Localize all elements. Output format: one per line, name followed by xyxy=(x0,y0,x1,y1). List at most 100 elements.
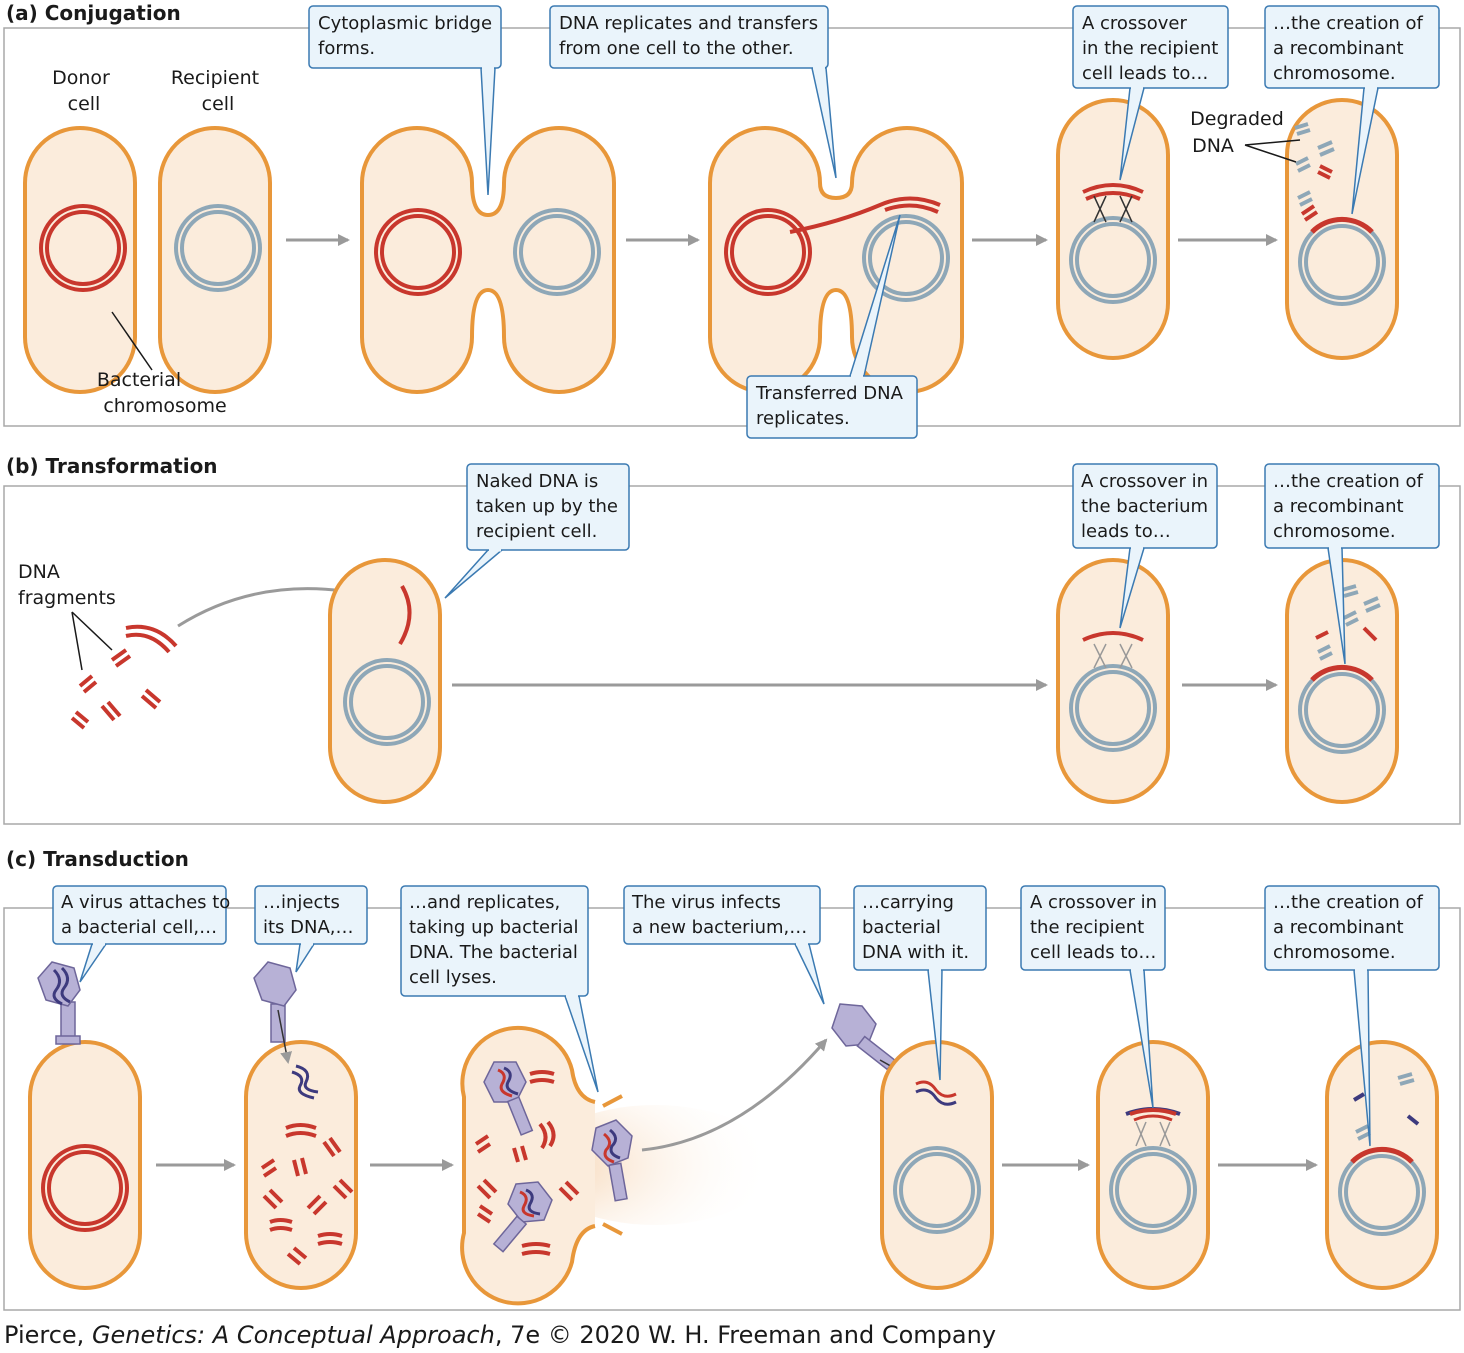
release-arrow xyxy=(641,1038,828,1152)
degraded-fragments-c xyxy=(1352,1072,1420,1141)
donor-cell-label: Donor cell xyxy=(52,67,116,115)
svg-text:…and replicates,taking up bact: …and replicates,taking up bacterialDNA. … xyxy=(409,892,579,988)
chromosome-leader-line xyxy=(111,311,153,371)
lysing-cell xyxy=(460,1025,596,1306)
transformation-recipient-cell xyxy=(328,558,442,804)
crossover-chromosome-c-inner xyxy=(1115,1152,1191,1228)
fragmented-chromosome xyxy=(260,1123,354,1266)
new-host-chromosome-outer xyxy=(893,1146,981,1234)
taken-up-fragment xyxy=(398,585,412,646)
donor-chromosome-outer xyxy=(39,204,127,292)
transfer-recipient-chromosome-outer xyxy=(862,214,950,302)
bridged-recipient-chromosome-outer xyxy=(513,208,601,296)
recombinant-segment-b xyxy=(1310,664,1374,682)
transformation-chromosome-outer xyxy=(343,658,431,746)
recipient-cell xyxy=(158,126,272,394)
recipient-chromosome-inner xyxy=(180,210,256,286)
lysate-fragments xyxy=(474,1070,580,1256)
crossover-chromosome-b-outer xyxy=(1069,664,1157,752)
lysis-debris-bottom xyxy=(602,1222,623,1236)
crossover-fragment-a-inner xyxy=(1085,191,1141,201)
recipient-cell-label: Recipient cell xyxy=(171,67,265,115)
degraded-dna-leader xyxy=(1244,139,1301,163)
crossover-lines-c xyxy=(1135,1121,1171,1147)
svg-text:A virus attaches toa bacterial: A virus attaches toa bacterial cell,… xyxy=(61,892,230,938)
crossover-lines-a xyxy=(1093,195,1133,223)
fragments-leader xyxy=(71,611,113,671)
transduction-donor-chromosome-outer xyxy=(41,1144,129,1232)
new-host-cell xyxy=(880,1040,994,1290)
transduction-cell-2 xyxy=(244,1040,358,1290)
progeny-viruses xyxy=(483,1061,633,1253)
transfer-cells xyxy=(708,125,964,394)
panel-c-frame xyxy=(3,907,1461,1311)
bacterial-chromosome-label: Bacterial chromosome xyxy=(97,369,227,417)
dna-fragments xyxy=(70,624,178,730)
crossover-chromosome-a-inner xyxy=(1075,222,1151,298)
carried-dna-blue xyxy=(915,1088,957,1106)
new-host-chromosome-inner xyxy=(899,1152,975,1228)
crossover-lines-b xyxy=(1093,643,1133,669)
bridged-cells xyxy=(360,125,616,394)
recombinant-cell-a xyxy=(1285,98,1399,360)
panel-conjugation: (a) Conjugation Donor cell Recipient cel… xyxy=(3,1,1461,439)
panel-b-frame xyxy=(3,485,1461,825)
panel-b-title: (b) Transformation xyxy=(6,454,218,478)
transfer-donor-chromosome-inner xyxy=(730,214,806,290)
virus-attached xyxy=(37,961,81,1045)
bridged-donor-chromosome-inner xyxy=(380,214,456,290)
degraded-fragments-b xyxy=(1315,584,1381,661)
recipient-chromosome-outer xyxy=(174,204,262,292)
transferred-strand xyxy=(789,196,941,234)
donor-cell xyxy=(23,126,137,394)
transfer-recipient-chromosome-inner xyxy=(868,220,944,296)
crossover-fragment-c-inner xyxy=(1133,1114,1173,1122)
recombinant-chromosome-c-inner xyxy=(1344,1154,1420,1230)
crossover-cell-b xyxy=(1056,558,1170,804)
dna-fragments-label: DNA fragments xyxy=(18,561,116,609)
panel-a-title: (a) Conjugation xyxy=(6,1,181,25)
transduction-donor-chromosome-inner xyxy=(47,1150,123,1226)
crossover-fragment-b xyxy=(1082,631,1144,642)
transfer-donor-chromosome-outer xyxy=(724,208,812,296)
crossover-fragment-a-outer xyxy=(1082,183,1144,194)
crossover-cell-a xyxy=(1056,98,1170,360)
recombinant-chromosome-b-inner xyxy=(1304,672,1380,748)
recombinant-chromosome-a-inner xyxy=(1304,224,1380,300)
recombinant-cell-c xyxy=(1325,1040,1439,1290)
panel-transformation: (b) Transformation DNA fragments xyxy=(3,454,1461,825)
transduction-cell-1 xyxy=(28,1040,142,1290)
crossover-chromosome-c-outer xyxy=(1109,1146,1197,1234)
bridged-donor-chromosome-outer xyxy=(374,208,462,296)
recombinant-segment-a xyxy=(1310,216,1374,234)
lysis-debris-top xyxy=(602,1094,623,1108)
panel-c-title: (c) Transduction xyxy=(6,847,189,871)
degraded-dna-label: Degraded DNA xyxy=(1190,108,1290,157)
credit-line: Pierce, Genetics: A Conceptual Approach,… xyxy=(4,1321,996,1349)
